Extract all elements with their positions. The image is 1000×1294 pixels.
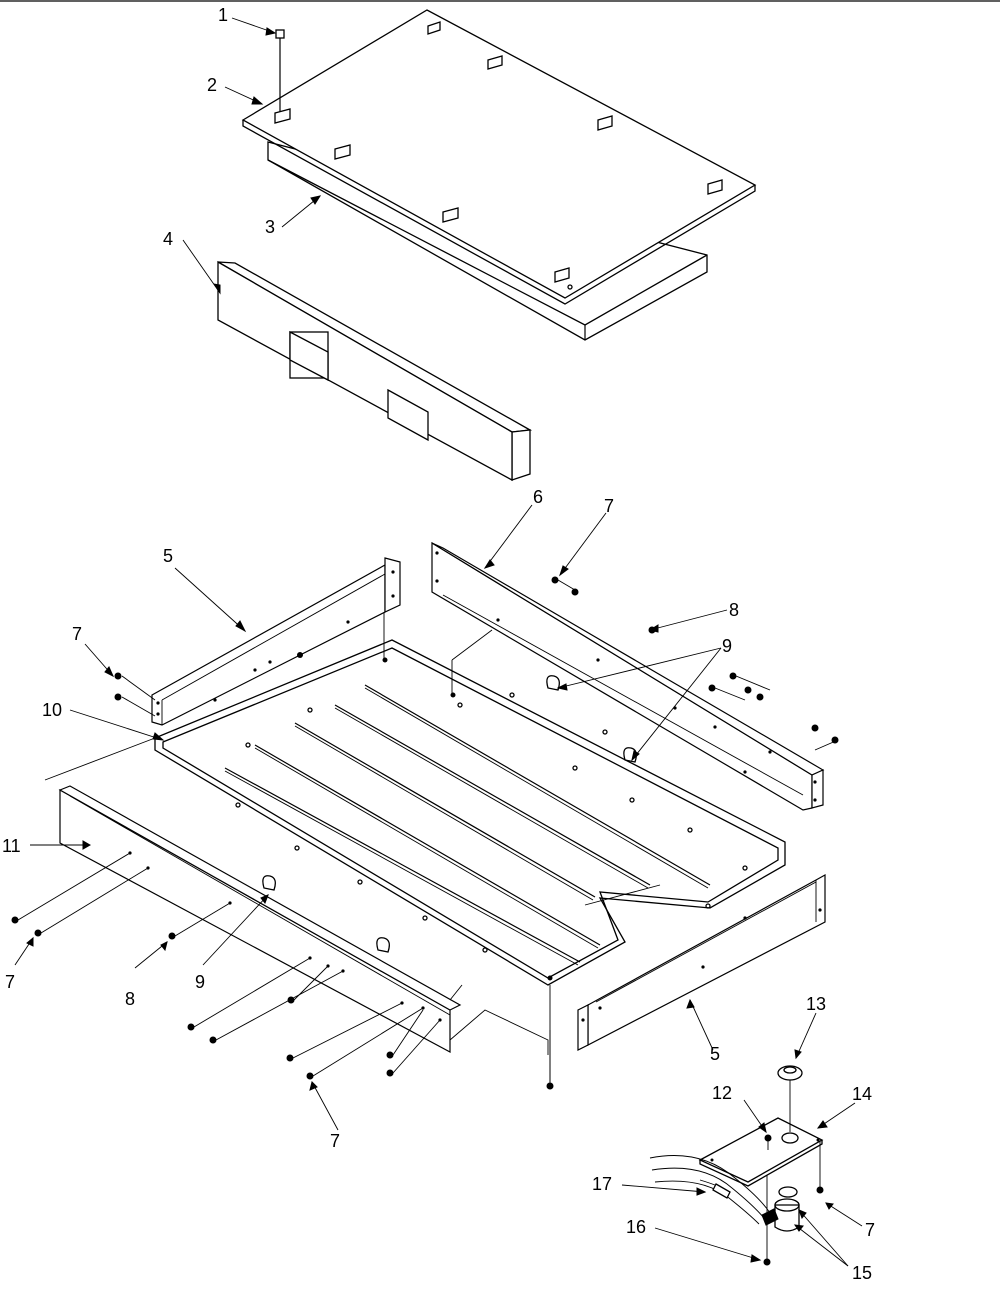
label-8-right: 8 [729, 600, 739, 620]
label-1: 1 [218, 5, 228, 25]
screws [11, 576, 839, 1266]
label-15: 15 [852, 1263, 872, 1283]
label-12: 12 [712, 1083, 732, 1103]
label-13: 13 [806, 994, 826, 1014]
label-16: 16 [626, 1217, 646, 1237]
part-6-back-rail [431, 541, 825, 811]
label-17: 17 [592, 1174, 612, 1194]
label-5-right: 5 [710, 1044, 720, 1064]
label-9-right: 9 [722, 636, 732, 656]
label-3: 3 [265, 217, 275, 237]
label-7-top: 7 [604, 496, 614, 516]
label-8-left: 8 [125, 989, 135, 1009]
part-13-grommet [777, 1065, 803, 1132]
label-2: 2 [207, 75, 217, 95]
part-4-block [217, 260, 533, 482]
part-11-front-rail [58, 785, 462, 1054]
label-5-left: 5 [163, 546, 173, 566]
part-5-left-rail [151, 557, 401, 726]
cover-plate-slots [274, 21, 723, 283]
label-7-bottom-left: 7 [5, 972, 15, 992]
rib [364, 684, 711, 886]
part-5-right-rail [577, 873, 826, 1051]
label-6: 6 [533, 487, 543, 507]
part-17-wires [649, 1155, 771, 1225]
part-10-base-pan [154, 639, 786, 986]
label-7-right: 7 [865, 1220, 875, 1240]
label-7-bottom: 7 [330, 1131, 340, 1151]
part-12-screw [764, 1134, 772, 1150]
callout-labels: 1 2 3 4 5 6 7 8 9 7 10 11 7 8 9 5 7 13 1… [2, 5, 875, 1283]
label-14: 14 [852, 1084, 872, 1104]
label-9-left: 9 [195, 972, 205, 992]
pan-holes [235, 692, 748, 953]
part-14-plate [698, 1117, 824, 1187]
label-11: 11 [2, 836, 21, 856]
part-15-valve [761, 1186, 800, 1232]
part-1-screw [275, 29, 285, 112]
label-7-left: 7 [72, 624, 82, 644]
leader-lines [14, 17, 863, 1267]
label-4: 4 [163, 229, 173, 249]
part-9-clips [262, 675, 637, 953]
part-2-cover-plate [241, 9, 757, 305]
label-10: 10 [42, 700, 62, 720]
